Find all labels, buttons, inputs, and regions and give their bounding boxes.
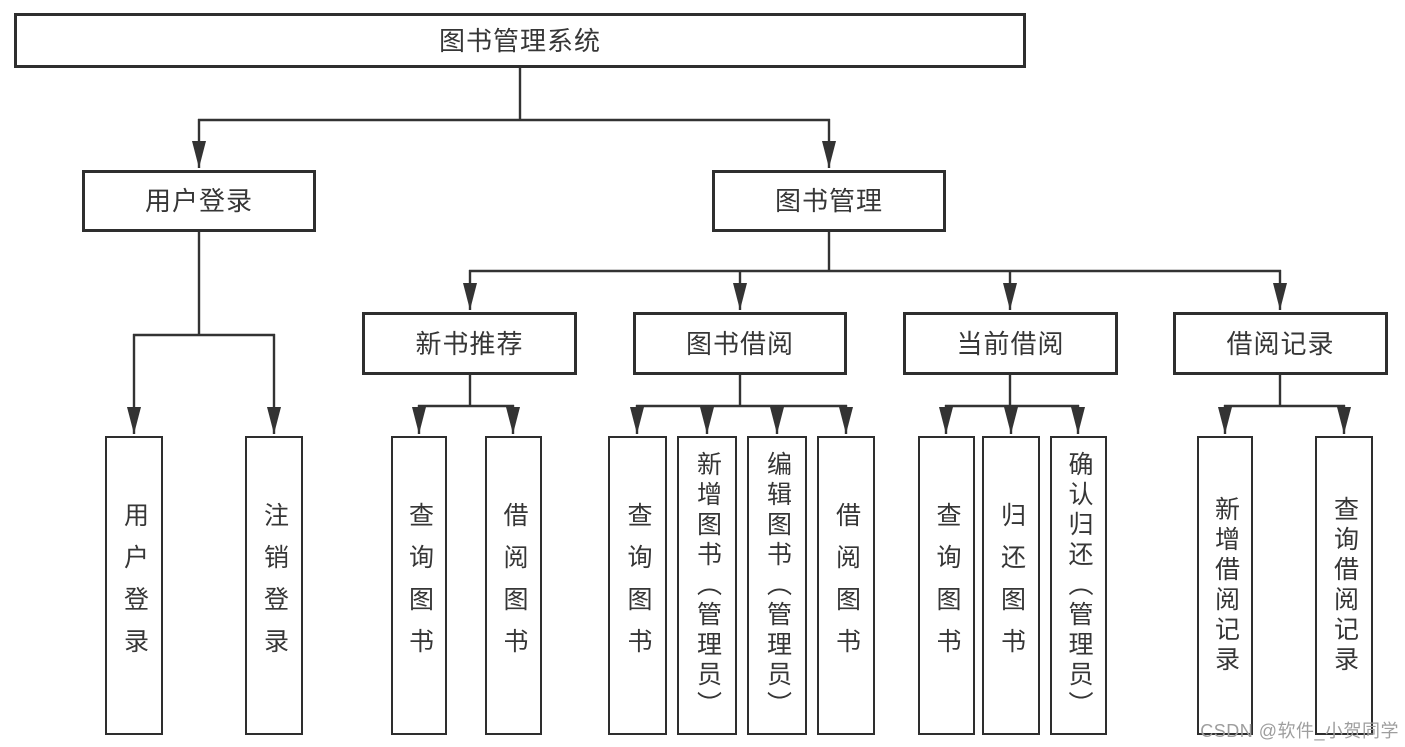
node-book-management: 图书管理 xyxy=(712,170,946,232)
leaf-query-book: 查询图书 xyxy=(608,436,667,735)
leaf-label: 查询图书 xyxy=(405,501,434,670)
leaf-label: 归还图书 xyxy=(997,501,1026,670)
leaf-label: 新增借阅记录 xyxy=(1211,495,1240,676)
csdn-watermark: CSDN @软件_小贺同学 xyxy=(1200,721,1399,741)
leaf-query-book: 查询图书 xyxy=(918,436,975,735)
leaf-label: 注销登录 xyxy=(260,501,289,670)
leaf-label: 新增图书（管理员） xyxy=(693,450,722,721)
node-label: 借阅记录 xyxy=(1226,328,1335,359)
node-new-book-recommend: 新书推荐 xyxy=(362,312,577,375)
node-book-borrow: 图书借阅 xyxy=(633,312,847,375)
node-label: 图书借阅 xyxy=(685,328,794,359)
node-label: 图书管理 xyxy=(774,186,883,216)
leaf-label: 确认归还（管理员） xyxy=(1065,450,1093,721)
leaf-edit-book-admin: 编辑图书（管理员） xyxy=(747,436,807,735)
leaf-borrow-book: 借阅图书 xyxy=(485,436,542,735)
node-borrow-record: 借阅记录 xyxy=(1173,312,1388,375)
leaf-label: 查询借阅记录 xyxy=(1330,495,1359,676)
node-user-login: 用户登录 xyxy=(82,170,316,232)
leaf-label: 查询图书 xyxy=(933,501,961,670)
leaf-logout: 注销登录 xyxy=(245,436,303,735)
leaf-confirm-return-admin: 确认归还（管理员） xyxy=(1050,436,1107,735)
leaf-label: 借阅图书 xyxy=(500,501,528,670)
leaf-label: 编辑图书（管理员） xyxy=(763,450,792,721)
leaf-return-book: 归还图书 xyxy=(982,436,1040,735)
leaf-label: 用户登录 xyxy=(120,501,149,670)
node-label: 当前借阅 xyxy=(956,328,1065,359)
leaf-borrow-book: 借阅图书 xyxy=(817,436,875,735)
leaf-label: 借阅图书 xyxy=(832,501,861,670)
leaf-query-book: 查询图书 xyxy=(391,436,447,735)
node-label: 图书管理系统 xyxy=(438,25,601,56)
node-label: 用户登录 xyxy=(144,186,253,216)
node-library-management-system: 图书管理系统 xyxy=(14,13,1026,68)
leaf-query-borrow-record: 查询借阅记录 xyxy=(1315,436,1373,735)
leaf-add-borrow-record: 新增借阅记录 xyxy=(1197,436,1253,735)
leaf-label: 查询图书 xyxy=(624,501,652,670)
leaf-add-book-admin: 新增图书（管理员） xyxy=(677,436,737,735)
node-current-borrow: 当前借阅 xyxy=(903,312,1118,375)
node-label: 新书推荐 xyxy=(415,328,524,359)
leaf-user-login: 用户登录 xyxy=(105,436,163,735)
